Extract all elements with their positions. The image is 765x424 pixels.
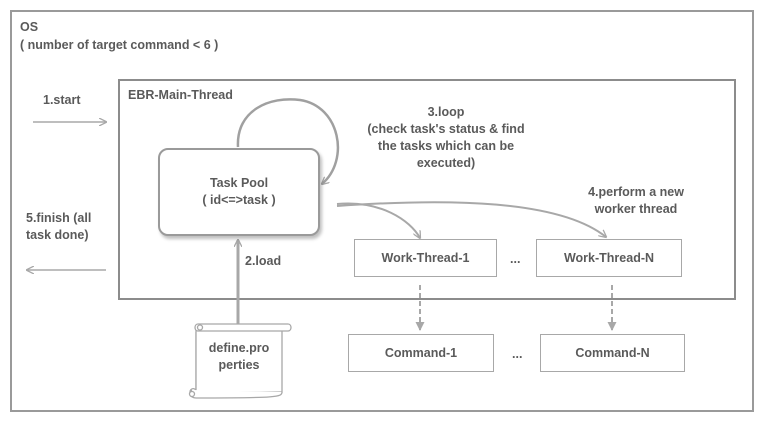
task-pool-box: Task Pool ( id<=>task ) xyxy=(158,148,320,236)
step-loop-label: 3.loop (check task's status & find the t… xyxy=(367,105,525,170)
main-thread-frame xyxy=(118,79,736,300)
task-pool-title: Task Pool xyxy=(209,176,269,190)
main-thread-title: EBR-Main-Thread xyxy=(128,88,233,102)
work-thread-n-box: Work-Thread-N xyxy=(536,239,682,277)
command-n-box: Command-N xyxy=(540,334,685,372)
os-subtitle: ( number of target command < 6 ) xyxy=(20,38,219,52)
step-finish-label: 5.finish (all task done) xyxy=(26,211,92,242)
os-title: OS xyxy=(20,20,39,34)
step-load-label: 2.load xyxy=(245,254,282,268)
workers-ellipsis: ... xyxy=(510,252,521,266)
spawn-arrow-n xyxy=(336,201,606,237)
commands-ellipsis: ... xyxy=(512,347,523,361)
scroll-shape xyxy=(188,323,292,399)
os-frame xyxy=(10,10,754,412)
work-thread-1-box: Work-Thread-1 xyxy=(354,239,497,277)
step-start-label: 1.start xyxy=(43,93,81,107)
properties-file-label: define.pro perties xyxy=(208,341,270,372)
loop-arrow xyxy=(236,98,340,184)
command-1-box: Command-1 xyxy=(348,334,494,372)
task-pool-mapping: ( id<=>task ) xyxy=(202,193,276,207)
spawn-arrow-1 xyxy=(336,202,420,238)
step-perform-label: 4.perform a new worker thread xyxy=(588,185,684,216)
